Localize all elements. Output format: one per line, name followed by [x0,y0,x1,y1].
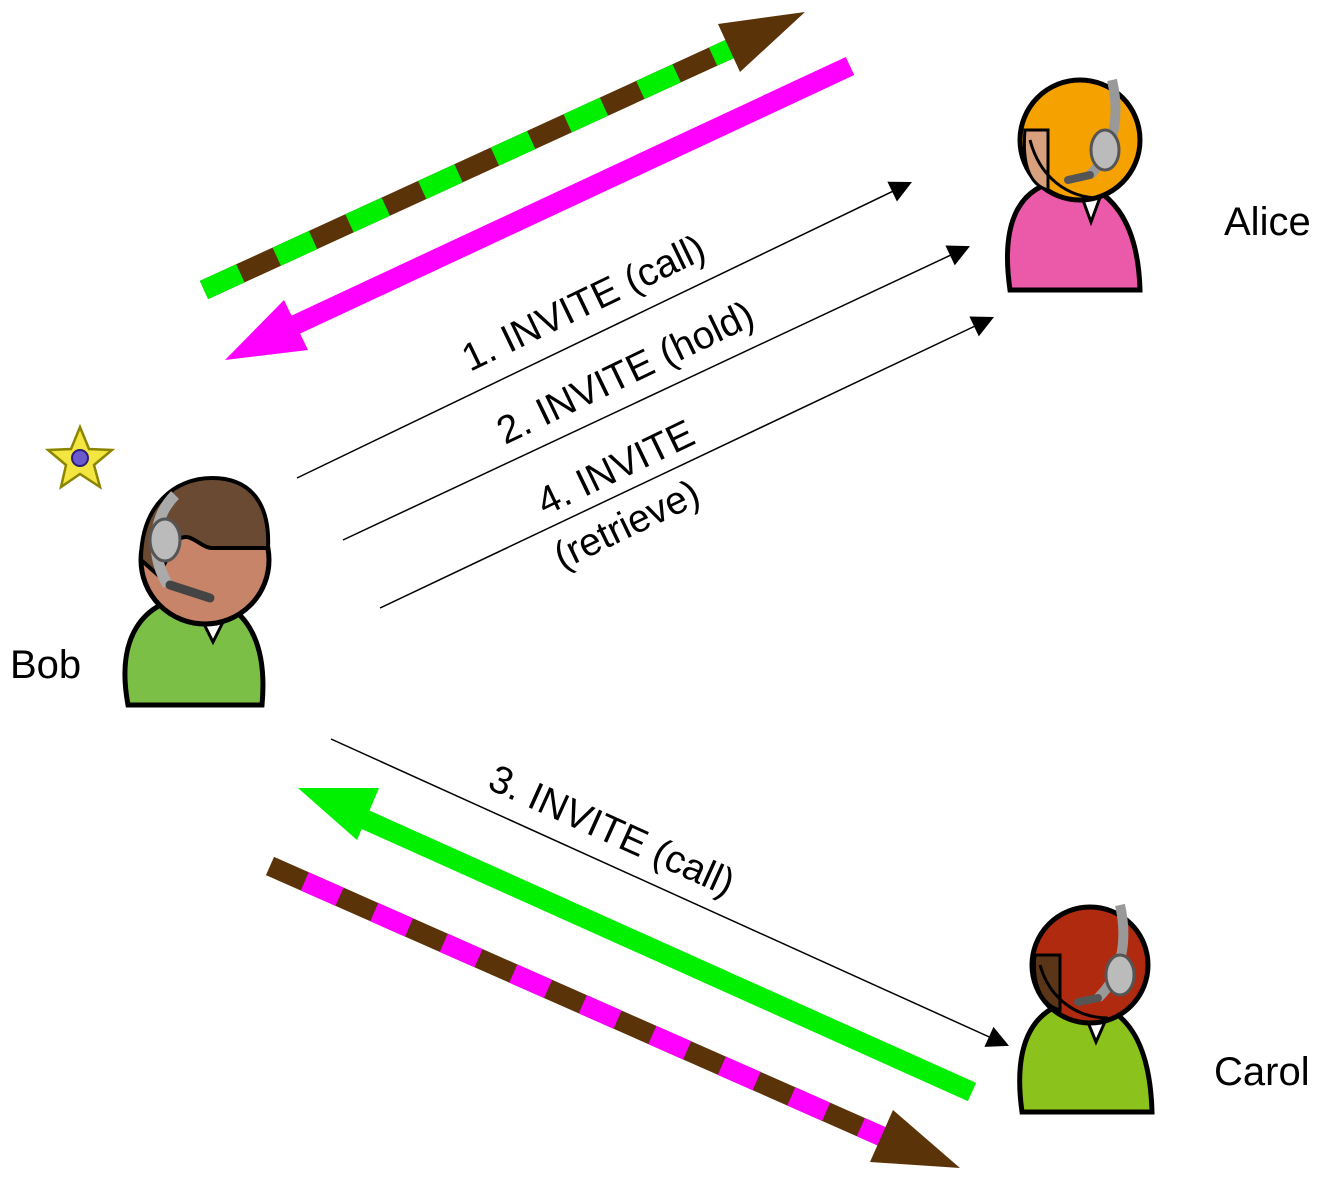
bob-avatar [122,475,272,708]
message-arrow-3 [330,738,1010,1047]
media-stream-alice-to-bob [225,56,855,360]
message-arrow-4 [379,316,994,609]
alice-avatar [1004,77,1143,293]
bob-label: Bob [10,643,81,687]
alice-label: Alice [1224,200,1311,244]
star-icon [44,423,116,490]
message-arrow-1 [296,181,912,479]
media-stream-carol-to-bob [298,788,977,1102]
carol-label: Carol [1214,1050,1310,1094]
media-stream-bob-to-carol [265,856,960,1168]
media-stream-bob-to-alice [199,12,805,300]
carol-avatar [1017,903,1155,1115]
message-arrow-2 [342,245,970,541]
